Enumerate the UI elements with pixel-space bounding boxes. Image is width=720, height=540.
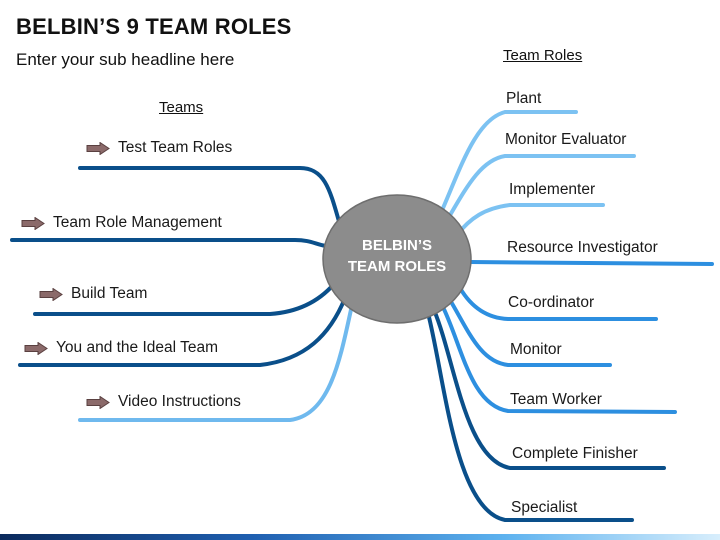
team-item-ideal-team[interactable]: You and the Ideal Team	[24, 339, 218, 357]
page-title: BELBIN’S 9 TEAM ROLES	[16, 14, 292, 39]
branch-specialist	[426, 311, 634, 522]
role-item-specialist: Specialist	[511, 499, 578, 516]
branch-implementer	[454, 203, 605, 238]
roles-heading: Team Roles	[503, 47, 583, 64]
footer-bar	[0, 534, 720, 540]
branch-video-instructions	[78, 303, 354, 422]
role-item-monitor-evaluator: Monitor Evaluator	[505, 131, 627, 148]
center-line-1: BELBIN’S	[361, 237, 432, 254]
team-item-test-team-roles[interactable]: Test Team Roles	[86, 139, 232, 157]
page-subtitle: Enter your sub headline here	[16, 50, 235, 69]
team-item-build-team[interactable]: Build Team	[39, 285, 147, 303]
team-item-label: Test Team Roles	[118, 139, 233, 156]
role-item-plant: Plant	[506, 90, 542, 107]
team-item-label: Team Role Management	[53, 214, 222, 231]
branch-build-team	[33, 282, 336, 316]
team-item-video-instructions[interactable]: Video Instructions	[86, 393, 241, 411]
branch-test-team-roles	[78, 166, 342, 227]
role-item-co-ordinator: Co-ordinator	[508, 294, 595, 311]
branch-team-worker	[440, 303, 677, 414]
right-arrow-icon	[24, 341, 48, 355]
role-item-team-worker: Team Worker	[510, 391, 602, 408]
team-item-label: Video Instructions	[118, 393, 241, 410]
branch-complete-finisher	[432, 308, 666, 470]
role-item-complete-finisher: Complete Finisher	[512, 445, 638, 462]
branch-team-role-management	[10, 238, 328, 248]
team-item-label: Build Team	[71, 285, 148, 302]
right-arrow-icon	[21, 216, 45, 230]
center-node	[322, 194, 472, 324]
branch-monitor-evaluator	[444, 154, 636, 224]
center-label: BELBIN’S TEAM ROLES	[322, 230, 472, 282]
role-item-resource-investigator: Resource Investigator	[507, 239, 658, 256]
teams-heading: Teams	[159, 99, 204, 116]
team-item-team-role-management[interactable]: Team Role Management	[21, 214, 222, 232]
branch-ideal-team	[18, 296, 347, 367]
role-item-implementer: Implementer	[509, 181, 596, 198]
branch-resource-investigator	[468, 260, 714, 266]
branch-co-ordinator	[458, 286, 658, 321]
team-item-label: You and the Ideal Team	[56, 339, 219, 356]
right-arrow-icon	[86, 395, 110, 409]
branch-monitor	[448, 298, 612, 367]
right-arrow-icon	[39, 287, 63, 301]
right-arrow-icon	[86, 141, 110, 155]
branch-plant	[438, 110, 578, 217]
center-line-2: TEAM ROLES	[347, 258, 447, 275]
role-item-monitor: Monitor	[510, 341, 562, 358]
